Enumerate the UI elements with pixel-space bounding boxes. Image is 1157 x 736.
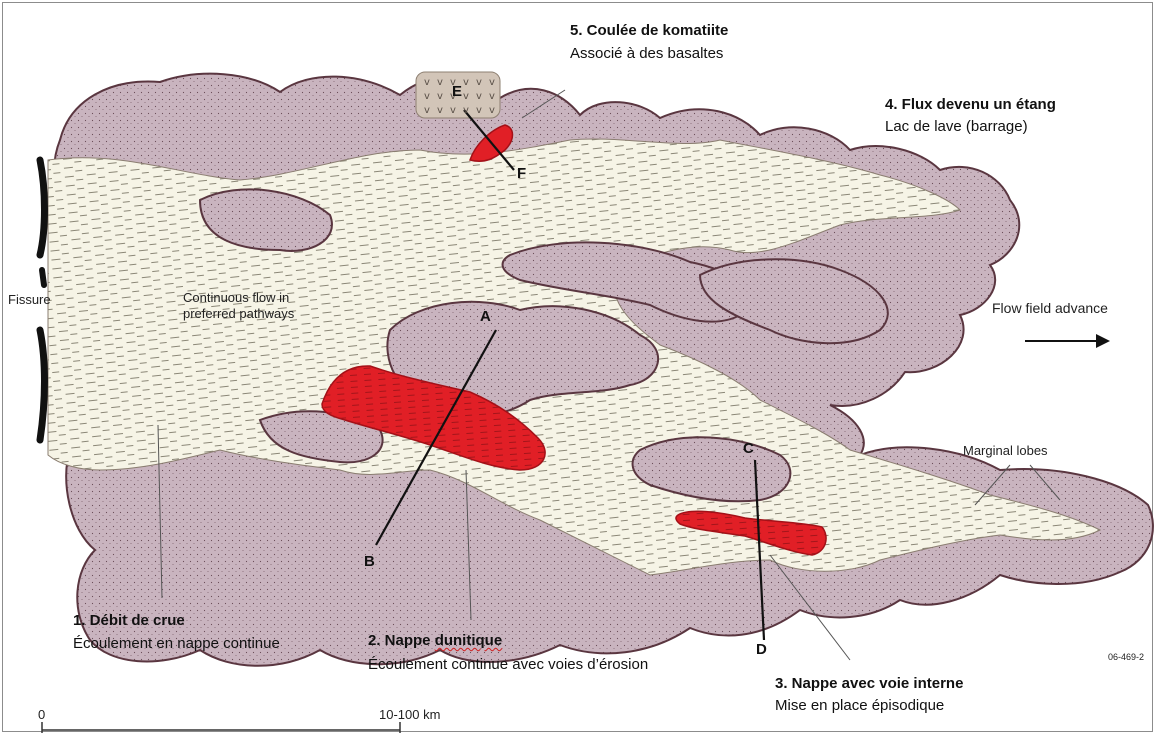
advance-arrowhead xyxy=(1096,334,1110,348)
inset-v-mark: v xyxy=(489,77,495,88)
fissure-mark xyxy=(42,270,44,285)
inset-v-mark: v xyxy=(437,77,443,88)
section-letter-a: A xyxy=(480,308,491,325)
flow-advance-label: Flow field advance xyxy=(992,300,1108,316)
figure-code: 06-469-2 xyxy=(1108,652,1144,662)
scale-zero-label: 0 xyxy=(38,707,45,722)
section-letter-b: B xyxy=(364,553,375,570)
inset-v-mark: v xyxy=(424,77,430,88)
annotation-3-title: 3. Nappe avec voie interne xyxy=(775,675,963,692)
inset-v-mark: v xyxy=(424,91,430,102)
inset-v-mark: v xyxy=(463,105,469,116)
inset-v-mark: v xyxy=(424,105,430,116)
inset-v-mark: v xyxy=(476,91,482,102)
inset-v-mark: v xyxy=(463,91,469,102)
fissure-label: Fissure xyxy=(8,292,51,307)
annotation-5-desc: Associé à des basaltes xyxy=(570,45,723,62)
inset-v-mark: v xyxy=(437,91,443,102)
inset-v-mark: v xyxy=(463,77,469,88)
section-letter-e: E xyxy=(452,83,462,100)
annotation-4-title: 4. Flux devenu un étang xyxy=(885,96,1056,113)
annotation-3-desc: Mise en place épisodique xyxy=(775,697,944,714)
section-letter-c: C xyxy=(743,440,754,457)
scale-max-label: 10-100 km xyxy=(379,707,440,722)
annotation-1-desc: Écoulement en nappe continue xyxy=(73,635,280,652)
section-letter-d: D xyxy=(756,641,767,658)
annotation-2-title: 2. Nappe dunitique xyxy=(368,632,502,649)
inset-v-mark: v xyxy=(489,91,495,102)
inset-v-mark: v xyxy=(437,105,443,116)
annotation-2-title-word: dunitique xyxy=(435,632,503,649)
continuous-flow-label-1: Continuous flow in xyxy=(183,290,289,305)
section-letter-f: F xyxy=(517,165,526,182)
annotation-2-title-prefix: 2. Nappe xyxy=(368,632,435,649)
annotation-5-title: 5. Coulée de komatiite xyxy=(570,22,728,39)
annotation-2-desc: Écoulement continue avec voies d’érosion xyxy=(368,656,648,673)
inset-v-mark: v xyxy=(489,105,495,116)
inset-v-mark: v xyxy=(476,77,482,88)
inset-v-mark: v xyxy=(476,105,482,116)
marginal-lobes-label: Marginal lobes xyxy=(963,443,1048,458)
fissure-mark xyxy=(40,160,45,255)
annotation-4-desc: Lac de lave (barrage) xyxy=(885,118,1028,135)
inset-v-mark: v xyxy=(450,105,456,116)
continuous-flow-label-2: preferred pathways xyxy=(183,306,294,321)
annotation-1-title: 1. Débit de crue xyxy=(73,612,185,629)
fissure-mark xyxy=(40,330,45,440)
